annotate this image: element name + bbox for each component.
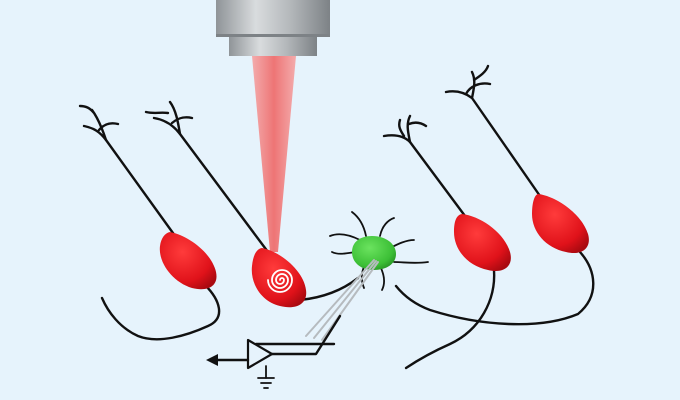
microscope-objective-icon <box>216 0 330 56</box>
pipette-glass-left <box>305 259 375 337</box>
neuron-3-axon <box>404 268 496 370</box>
neuron-1-apical-dendrite <box>104 138 180 242</box>
neuron-1-soma <box>159 232 217 290</box>
neuron-1-dendrite-tuft <box>78 104 120 142</box>
recording-pipette <box>305 259 379 341</box>
ground-symbol-icon <box>257 365 275 389</box>
neuron-2-soma <box>251 248 307 308</box>
electrode-wire <box>270 314 342 356</box>
neuron-4-soma <box>532 194 589 254</box>
spiral-stimulation-icon <box>267 269 293 293</box>
neuron-3 <box>382 114 511 370</box>
neuron-4-apical-dendrite <box>470 96 542 198</box>
neuron-3-soma <box>454 214 511 272</box>
recording-circuit <box>206 314 342 389</box>
neuron-4-axon <box>394 250 595 326</box>
neuron-3-apical-dendrite <box>408 140 470 222</box>
neuron-2-axon <box>298 276 360 302</box>
glial-cell <box>329 211 429 291</box>
neuron-4-dendrite-tuft <box>444 64 492 100</box>
amplifier-triangle-icon <box>246 338 274 370</box>
neuron-2-stimulated <box>144 100 360 308</box>
pipette-glass-right <box>321 261 379 341</box>
neuron-4 <box>394 64 595 326</box>
arrow-left-icon <box>206 354 218 366</box>
neuron-1 <box>78 104 221 341</box>
pipette-glass-center <box>313 260 377 339</box>
neuron-3-dendrite-tuft <box>382 114 428 144</box>
neuron-2-dendrite-tuft <box>144 100 194 136</box>
laser-beam-icon <box>252 56 296 252</box>
neuron-1-axon <box>100 283 221 341</box>
neuron-2-apical-dendrite <box>178 132 270 254</box>
glial-soma <box>352 236 396 270</box>
